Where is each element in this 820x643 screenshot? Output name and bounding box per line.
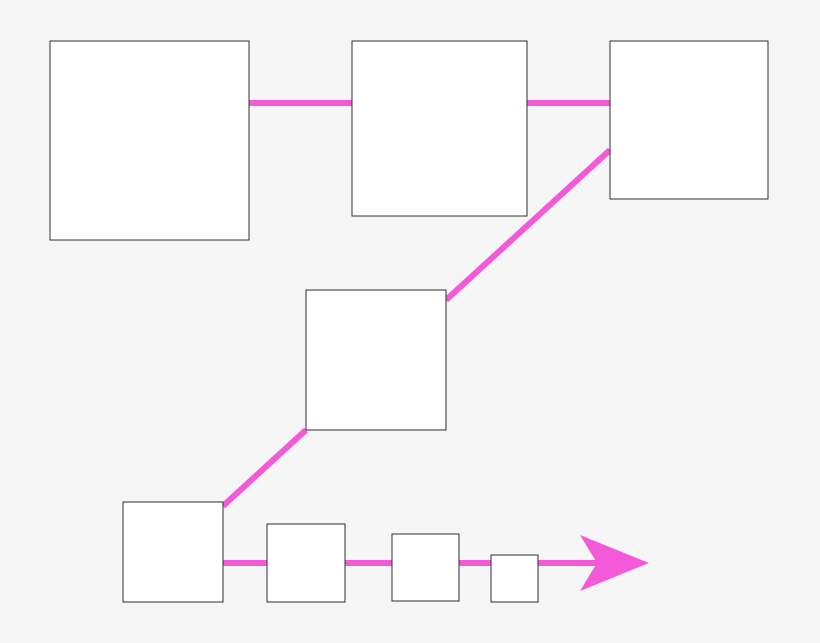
boxes: [49, 40, 769, 603]
arrow-head-icon: [580, 535, 649, 591]
box-7: [391, 533, 460, 602]
box-4: [305, 289, 447, 431]
box-2: [351, 40, 528, 217]
box-1: [49, 40, 250, 241]
connector-box4-box5: [220, 427, 309, 509]
box-6: [266, 523, 346, 603]
connector-box3-box4: [443, 147, 613, 303]
box-5: [122, 501, 224, 603]
box-8: [490, 554, 539, 603]
connector-lines: [220, 100, 649, 591]
box-3: [609, 40, 769, 200]
